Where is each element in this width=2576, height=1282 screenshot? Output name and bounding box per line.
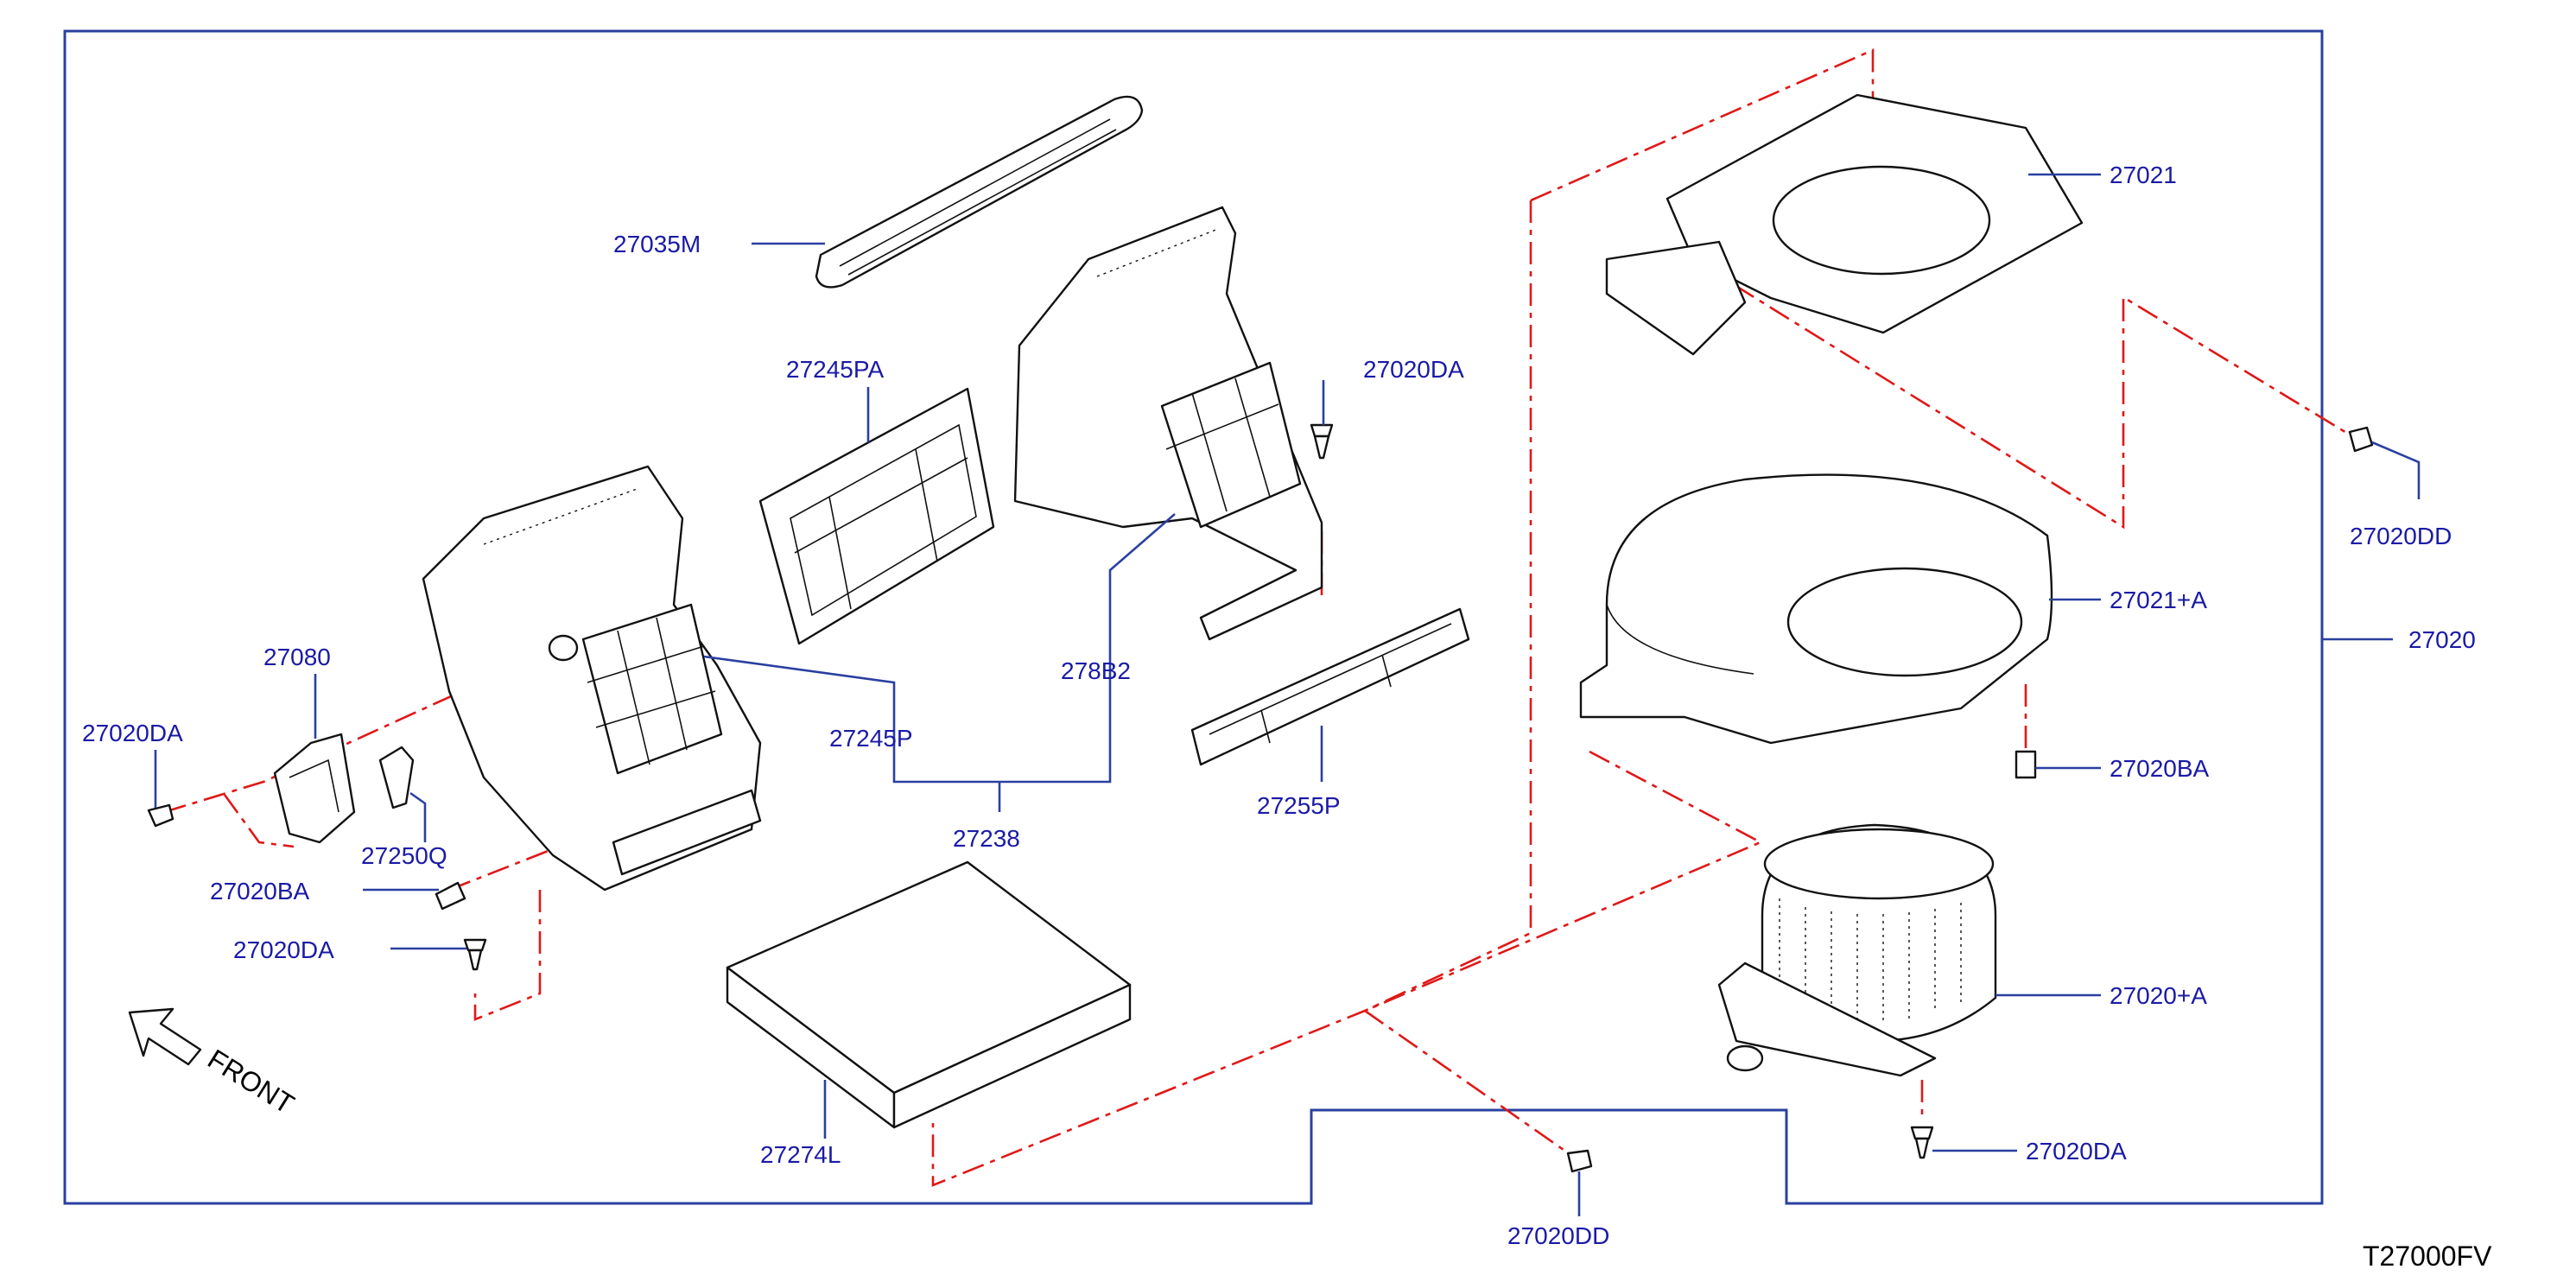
front-indicator: FRONT xyxy=(128,1007,300,1120)
filter-frame-27255P xyxy=(1190,607,1470,766)
filter-27274L xyxy=(726,860,1132,1129)
blower-case-27021A xyxy=(1579,473,2053,745)
screw-27020DA-lower xyxy=(463,938,487,971)
clip-27020BA-right xyxy=(2014,750,2037,779)
part-labels: 27035M 27245PA 27020DA 27021 27020DD 270… xyxy=(82,162,2476,1249)
part-label-27274L[interactable]: 27274L xyxy=(760,1141,841,1168)
part-label-27020DD-right[interactable]: 27020DD xyxy=(2350,523,2452,549)
front-label: FRONT xyxy=(202,1043,300,1120)
part-label-27250Q[interactable]: 27250Q xyxy=(361,842,447,869)
part-label-27245P[interactable]: 27245P xyxy=(829,725,913,752)
screw-27020DD-bottom xyxy=(1566,1149,1593,1173)
actuator-27080 xyxy=(273,733,356,844)
panel-27245PA xyxy=(758,387,995,645)
blower-case-27021 xyxy=(1605,93,2084,356)
duct-278B2 xyxy=(1013,206,1323,641)
front-arrow-icon xyxy=(128,1007,202,1066)
part-label-27020DA-right[interactable]: 27020DA xyxy=(2026,1138,2127,1165)
part-label-27020BA-left[interactable]: 27020BA xyxy=(210,878,310,904)
screw-27020DA-right xyxy=(1910,1126,1934,1159)
assembly-frame xyxy=(63,29,2324,1205)
link-27250Q xyxy=(378,746,415,809)
part-label-27020DD-bottom[interactable]: 27020DD xyxy=(1507,1222,1609,1249)
part-label-27255P[interactable]: 27255P xyxy=(1257,792,1341,819)
part-label-278B2[interactable]: 278B2 xyxy=(1061,657,1131,684)
screw-27020DD-right xyxy=(2348,426,2374,453)
part-label-27035M[interactable]: 27035M xyxy=(613,231,701,257)
part-label-27021[interactable]: 27021 xyxy=(2110,162,2177,188)
seal-27035M xyxy=(815,95,1144,289)
part-label-27021A[interactable]: 27021+A xyxy=(2110,587,2207,613)
part-label-27020DA-left[interactable]: 27020DA xyxy=(82,720,183,746)
part-label-27020[interactable]: 27020 xyxy=(2408,626,2476,653)
part-label-27080[interactable]: 27080 xyxy=(263,644,331,670)
screw-27020DA-left xyxy=(147,803,174,828)
part-label-27020DA-lower[interactable]: 27020DA xyxy=(233,936,334,963)
blower-motor-27020A xyxy=(1717,823,1997,1077)
part-label-27020DA-top[interactable]: 27020DA xyxy=(1363,356,1464,383)
part-label-27245PA[interactable]: 27245PA xyxy=(786,356,884,383)
part-label-27238[interactable]: 27238 xyxy=(953,825,1020,852)
screw-27020DA-top xyxy=(1310,423,1334,460)
housing-27245P xyxy=(422,465,762,892)
clip-27020BA-left xyxy=(435,881,466,911)
part-label-27020A[interactable]: 27020+A xyxy=(2110,982,2207,1009)
leader-lines xyxy=(154,173,2421,1216)
diagram-code: T27000FV xyxy=(2363,1241,2492,1272)
part-label-27020BA-right[interactable]: 27020BA xyxy=(2110,755,2210,782)
